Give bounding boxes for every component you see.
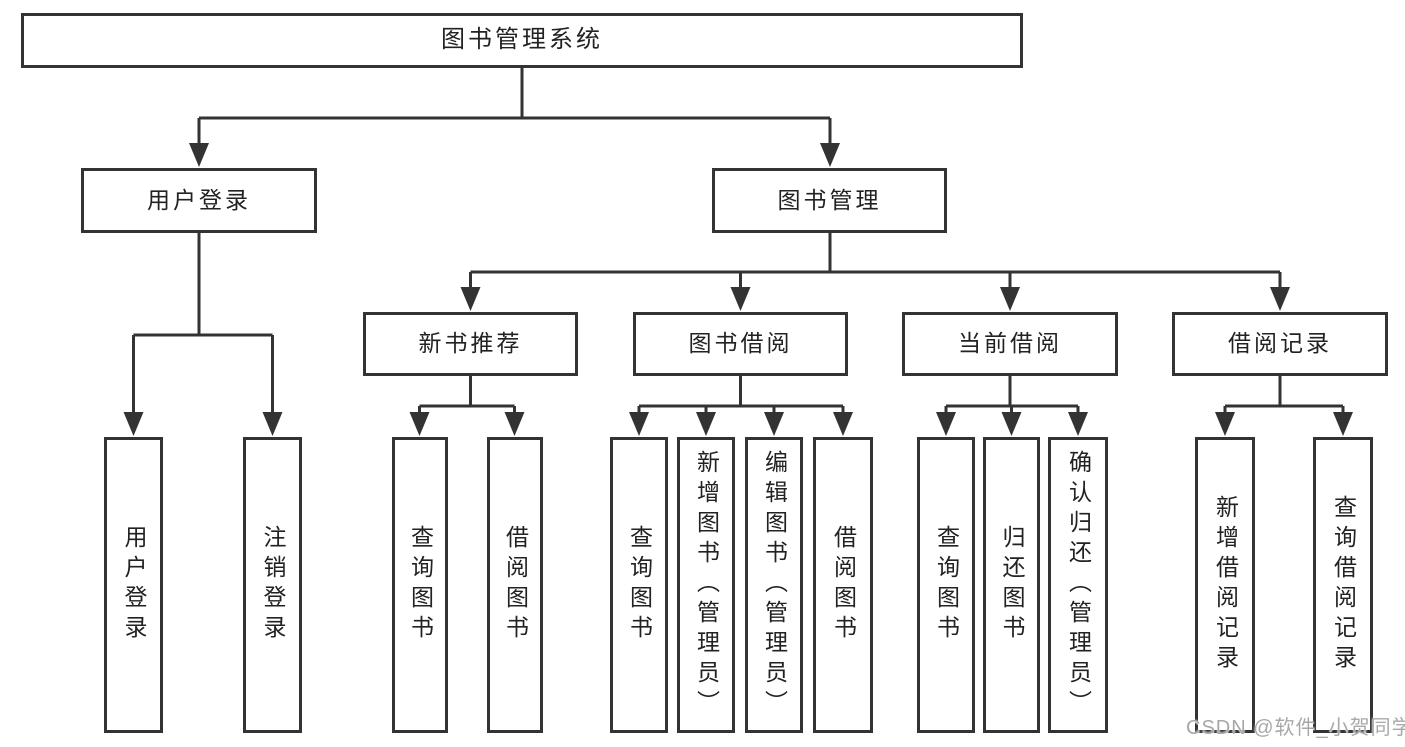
arrow-down-icon (504, 412, 525, 436)
arrow-down-icon (1215, 412, 1235, 436)
arrow-down-icon (629, 412, 649, 436)
leaf-borrow-books-recommend: 借阅图书 (487, 437, 543, 733)
arrow-down-icon (696, 412, 716, 436)
node-book-management: 图书管理 (712, 168, 947, 233)
leaf-query-books-borrow: 查询图书 (610, 437, 668, 733)
connector-root-to-level2 (197, 68, 832, 144)
leaf-confirm-return-admin: 确认归还（管理员） (1048, 437, 1108, 733)
arrow-down-icon (262, 412, 283, 436)
node-user-login: 用户登录 (81, 168, 317, 233)
arrow-down-icon (123, 412, 144, 436)
csdn-watermark: CSDN @软件_小贺同学 (1186, 717, 1405, 739)
leaf-borrow-books: 借阅图书 (813, 437, 873, 733)
arrow-down-icon (460, 287, 481, 311)
arrow-down-icon (764, 412, 784, 436)
leaf-add-books-admin: 新增图书（管理员） (677, 437, 735, 733)
connector-recommend-subtree (418, 376, 516, 412)
connector-book-management-subtree (469, 233, 1282, 288)
leaf-query-books-recommend: 查询图书 (392, 437, 448, 733)
leaf-query-books-current: 查询图书 (917, 437, 975, 733)
arrow-down-icon (936, 412, 956, 436)
arrow-down-icon (833, 412, 853, 436)
connector-borrow-subtree (637, 376, 845, 412)
node-new-book-recommend: 新书推荐 (363, 312, 578, 376)
connector-user-login-subtree (132, 233, 274, 412)
arrow-down-icon (1270, 287, 1290, 311)
arrow-down-icon (1333, 412, 1353, 436)
leaf-add-borrow-record: 新增借阅记录 (1195, 437, 1255, 733)
arrow-down-icon (820, 143, 840, 167)
arrow-down-icon (1068, 412, 1088, 436)
leaf-edit-books-admin: 编辑图书（管理员） (745, 437, 803, 733)
arrow-down-icon (1001, 412, 1022, 436)
node-book-borrow: 图书借阅 (633, 312, 848, 376)
arrow-down-icon (1000, 287, 1020, 311)
leaf-return-books: 归还图书 (983, 437, 1040, 733)
node-root-system: 图书管理系统 (21, 13, 1023, 68)
leaf-user-login: 用户登录 (104, 437, 163, 733)
connector-records-subtree (1223, 376, 1345, 412)
connector-current-subtree (944, 376, 1080, 412)
leaf-query-borrow-record: 查询借阅记录 (1313, 437, 1373, 733)
arrow-down-icon (189, 143, 209, 167)
arrow-down-icon (730, 287, 751, 311)
node-current-borrow: 当前借阅 (902, 312, 1118, 376)
leaf-logout: 注销登录 (243, 437, 302, 733)
arrow-down-icon (409, 412, 430, 436)
node-borrow-records: 借阅记录 (1172, 312, 1388, 376)
